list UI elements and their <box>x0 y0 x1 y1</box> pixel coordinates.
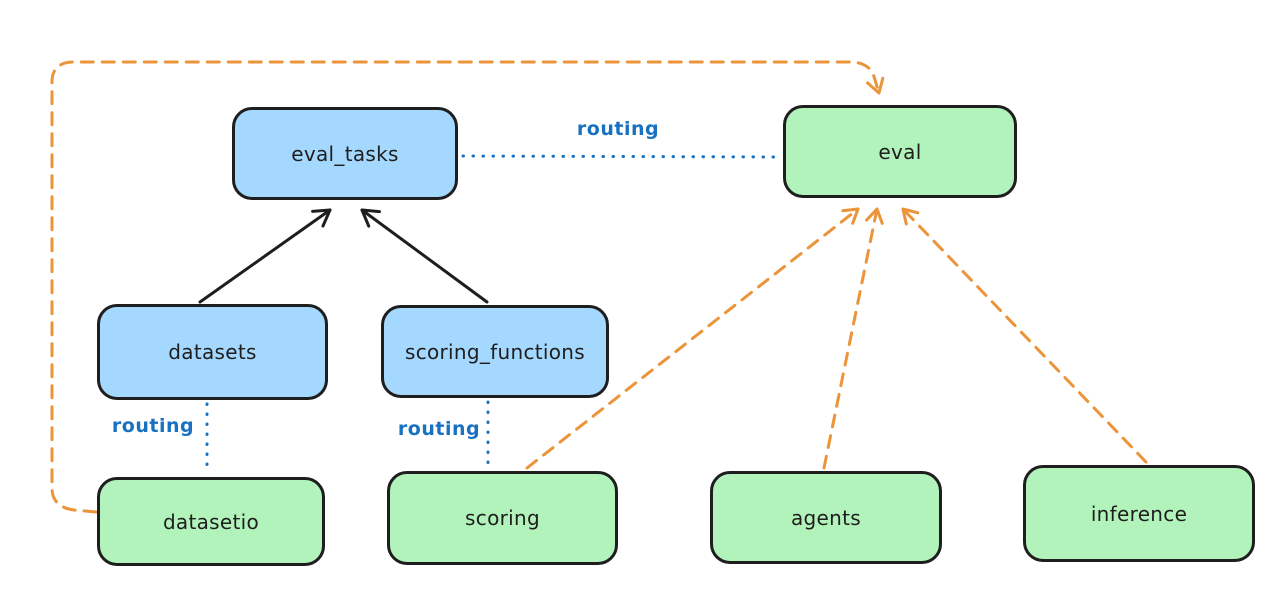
node-eval: eval <box>783 105 1017 198</box>
edge-eval_tasks-to-eval-routing <box>461 154 782 159</box>
node-datasets: datasets <box>97 304 328 400</box>
node-scoring_functions: scoring_functions <box>381 305 609 398</box>
edge-label-routing-left: routing <box>111 415 195 437</box>
edge-datasets-to-eval_tasks <box>198 208 332 304</box>
edge-agents-to-eval <box>822 207 884 470</box>
node-eval-label: eval <box>878 139 922 164</box>
node-agents: agents <box>710 471 942 564</box>
node-scoring_functions-label: scoring_functions <box>404 339 586 364</box>
node-eval_tasks: eval_tasks <box>232 107 458 200</box>
node-datasets-label: datasets <box>168 340 257 364</box>
node-datasetio-label: datasetio <box>162 509 260 534</box>
edge-scoring_functions-to-eval_tasks <box>360 208 489 304</box>
edge-datasetio-to-eval <box>50 60 885 514</box>
node-inference-label: inference <box>1090 501 1188 526</box>
edge-inference-to-eval <box>901 207 1148 464</box>
edge-label-routing-middle: routing <box>397 418 481 440</box>
node-inference: inference <box>1023 465 1255 562</box>
edge-label-routing-top: routing <box>576 118 660 140</box>
node-agents-label: agents <box>791 505 861 530</box>
node-eval_tasks-label: eval_tasks <box>291 141 399 166</box>
node-datasetio: datasetio <box>97 477 325 566</box>
node-scoring-label: scoring <box>465 506 540 530</box>
node-scoring: scoring <box>387 471 618 565</box>
